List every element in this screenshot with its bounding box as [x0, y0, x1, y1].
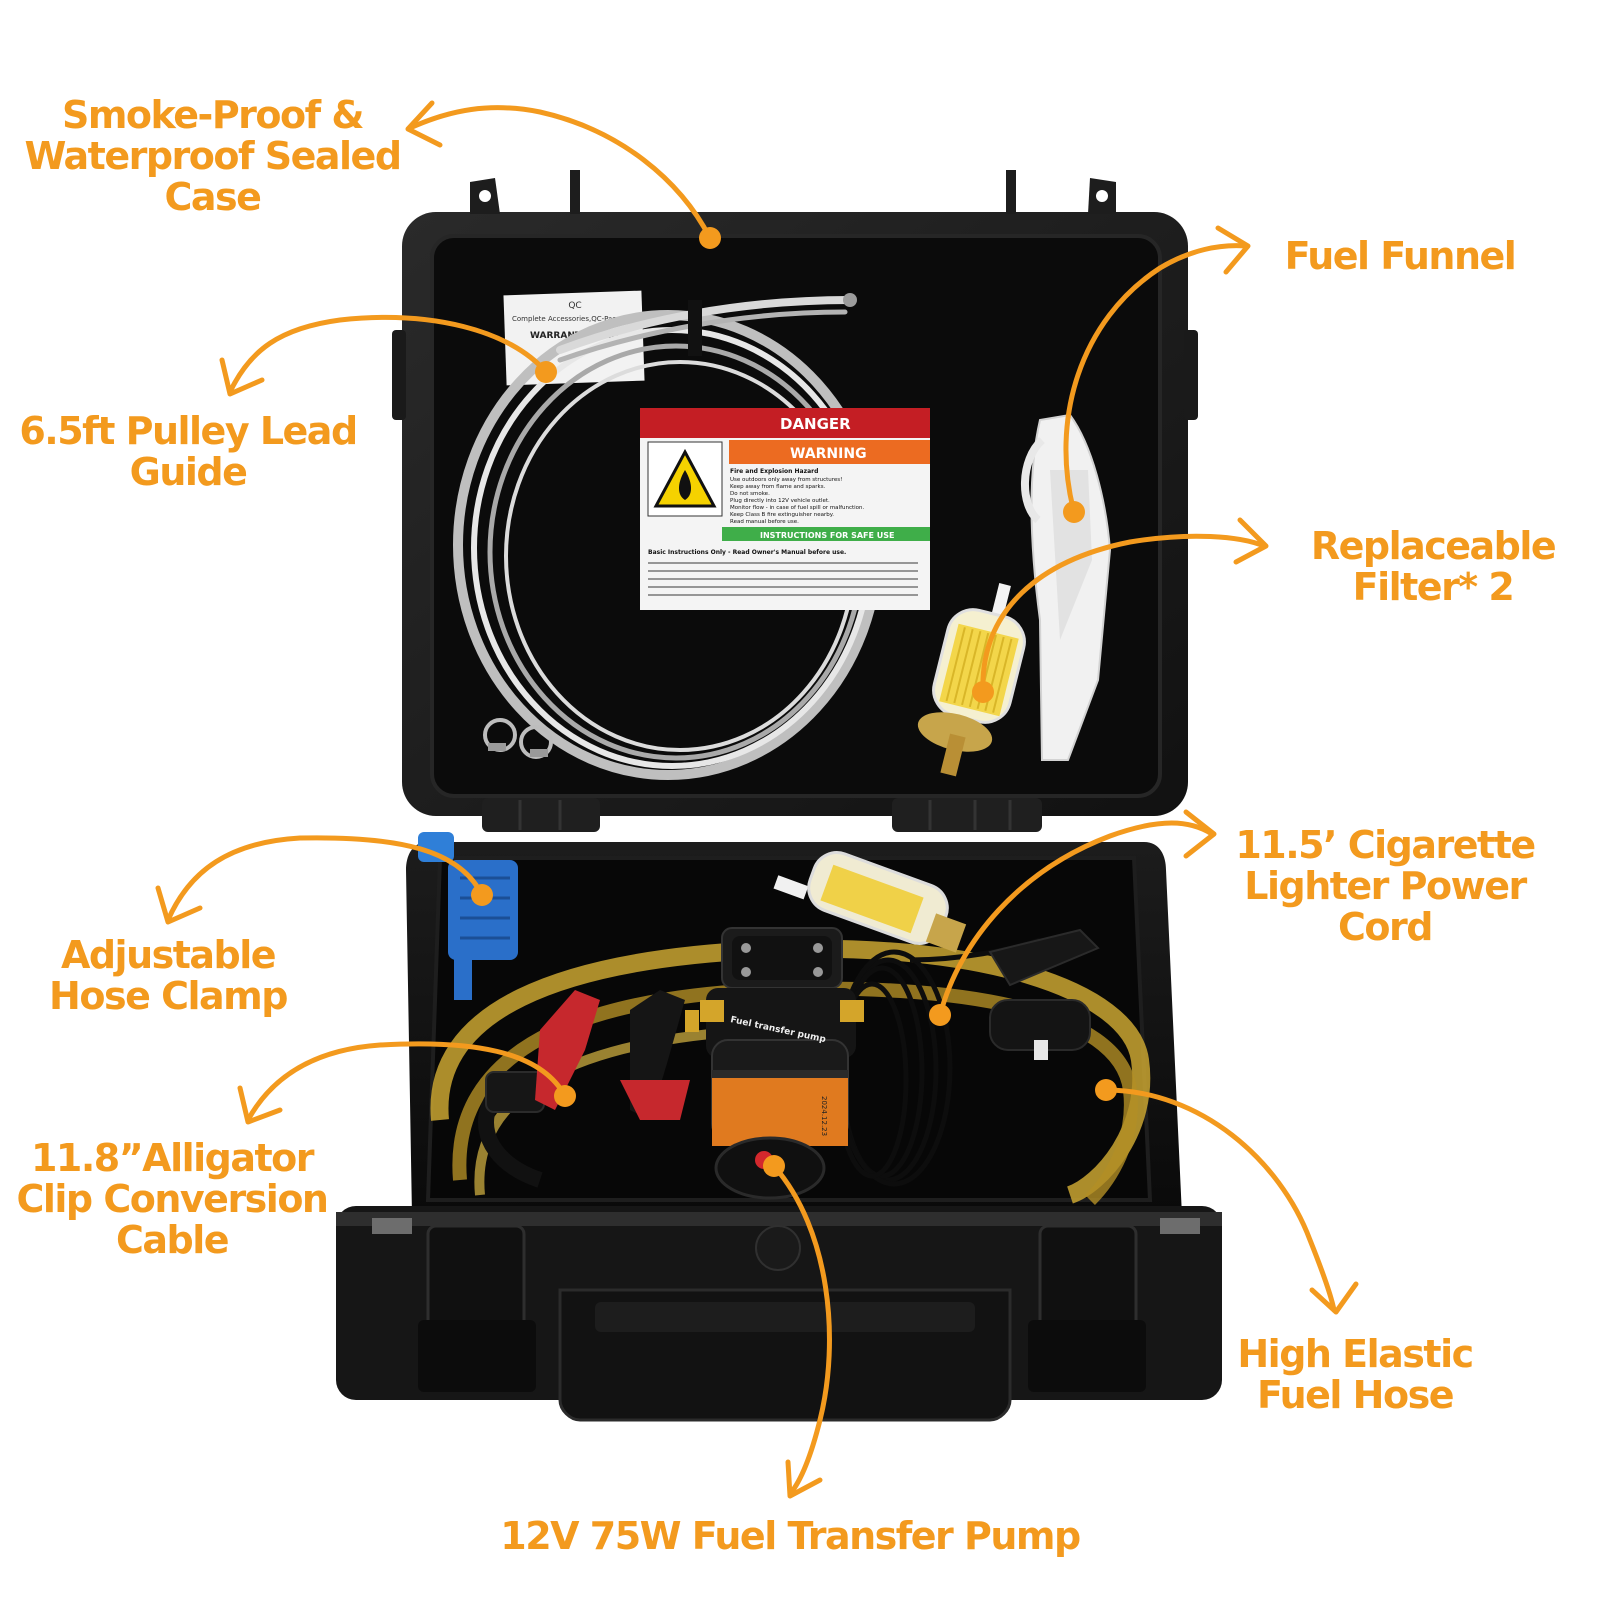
hose-callout-arrow — [1103, 1087, 1337, 1313]
warning-text: WARNING — [790, 446, 867, 462]
hose-callout-dot — [1095, 1079, 1117, 1101]
pump-label: 12V 75W Fuel Transfer Pump — [500, 1514, 1081, 1558]
funnel-callout-arrow — [1063, 243, 1249, 515]
pulley-callout-dot — [535, 361, 557, 383]
sticker-line-5: Monitor flow - in case of fuel spill or … — [730, 505, 865, 511]
clamp-callout-dot — [471, 884, 493, 906]
warning-sticker: DANGER WARNING Fire and Explosion Hazard… — [640, 408, 930, 610]
cigarette-plug — [988, 928, 1100, 1060]
sticker-line-7: Read manual before use. — [730, 519, 799, 525]
case-callout-dot — [699, 227, 721, 249]
blue-hose-clamp — [418, 832, 518, 1000]
case-callout-arrow — [407, 105, 713, 241]
hose-clamp-rings — [483, 718, 553, 759]
pump-callout-dot — [763, 1155, 785, 1177]
sticker-line-4: Plug directly into 12V vehicle outlet. — [730, 498, 830, 504]
basic-instructions-text: Basic Instructions Only - Read Owner's M… — [648, 549, 846, 556]
sticker-line-3: Do not smoke. — [730, 491, 770, 497]
qc-card-title: QC — [568, 301, 581, 311]
alligator-callout-arrow — [245, 1041, 568, 1123]
fuel-filter-base — [773, 851, 967, 953]
filter-callout-dot — [972, 681, 994, 703]
sticker-line-2: Keep away from flame and sparks. — [730, 484, 826, 490]
cord-callout-arrow — [937, 820, 1215, 1018]
case-hinges — [482, 798, 1042, 832]
callout-arrows — [155, 100, 1359, 1499]
alligator-callout-dot — [554, 1085, 576, 1107]
clamp-callout-arrow — [165, 835, 485, 923]
pump-callout-arrow — [771, 1163, 832, 1497]
filter-callout-arrow — [980, 533, 1267, 695]
qc-card-line1: Complete Accessories,QC-Passed — [512, 315, 628, 323]
pulley-lead-coil — [453, 293, 883, 780]
pump-date-text: 2024.12.23 — [820, 1096, 828, 1136]
sticker-line-1: Use outdoors only away from structures! — [730, 477, 842, 483]
hazard-text: Fire and Explosion Hazard — [730, 468, 818, 475]
fuel-filter-lid — [917, 583, 1026, 777]
funnel-label: Fuel Funnel — [1284, 234, 1517, 278]
danger-text: DANGER — [780, 415, 851, 433]
cord-callout-dot — [929, 1004, 951, 1026]
safe-use-text: INSTRUCTIONS FOR SAFE USE — [760, 531, 895, 540]
pulley-callout-arrow — [227, 314, 549, 395]
sticker-line-6: Keep Class B fire extinguisher nearby. — [730, 512, 834, 518]
funnel-callout-dot — [1063, 501, 1085, 523]
